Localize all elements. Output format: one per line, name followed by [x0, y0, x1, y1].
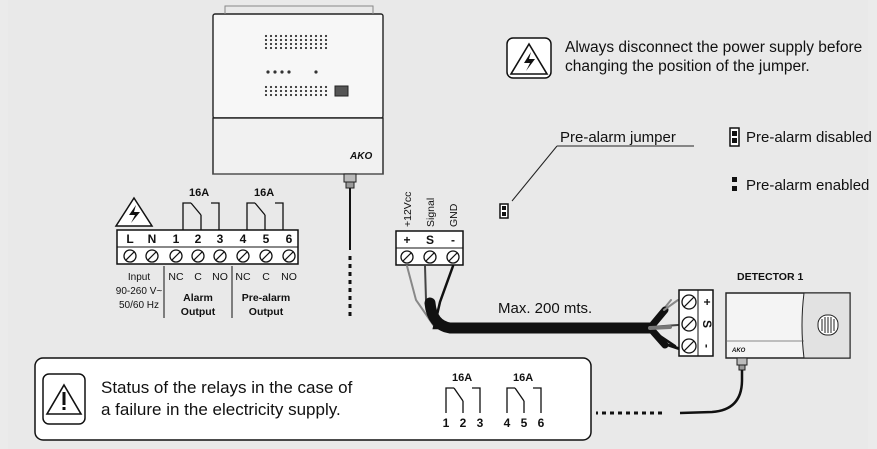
- display-window: [334, 85, 349, 97]
- warning-note-line1: Always disconnect the power supply befor…: [565, 39, 863, 56]
- prealarm-output-line1: Pre-alarm: [242, 292, 290, 304]
- jumper-enabled-icon: [732, 177, 737, 191]
- detector-terminal-block: + S -: [678, 289, 714, 357]
- failure-status-box: [34, 357, 592, 441]
- prealarm-relay-rating: 16A: [254, 187, 274, 199]
- terminal-screw-icon: [191, 249, 205, 263]
- prealarm-output-line2: Output: [249, 306, 284, 318]
- relay-contacts: [182, 202, 284, 230]
- jumper-on-board: [499, 203, 509, 219]
- controller-unit: AKO: [212, 5, 384, 189]
- sensor-sign: -: [451, 233, 455, 247]
- contact-label: NC: [168, 271, 184, 283]
- detector-device: [725, 292, 851, 359]
- terminal-screw-icon: [145, 249, 159, 263]
- controller-brand: AKO: [349, 151, 372, 162]
- failure-note: Status of the relays in the case of a fa…: [101, 377, 352, 421]
- sensor-screw-icon: [423, 250, 437, 264]
- terminal-label-4: 4: [240, 232, 247, 246]
- sensor-sign: S: [426, 233, 434, 247]
- contact-label: NC: [235, 271, 251, 283]
- failure-terminal-number: 2: [460, 416, 467, 430]
- detector-gland: [736, 357, 748, 371]
- terminal-label-2: 2: [195, 232, 202, 246]
- terminal-screw-icon: [213, 249, 227, 263]
- jumper-disabled-label: Pre-alarm disabled: [746, 129, 872, 146]
- jumper-label: Pre-alarm jumper: [560, 129, 676, 146]
- caution-icon: [42, 373, 86, 425]
- warning-note-line2: changing the position of the jumper.: [565, 58, 810, 75]
- detector-brand: AKO: [731, 348, 746, 354]
- detector-sign: S: [700, 320, 714, 328]
- detector-screw-icon: [681, 294, 697, 310]
- terminal-screw-icon: [236, 249, 250, 263]
- alarm-output-line1: Alarm: [183, 292, 213, 304]
- detector-screw-icon: [681, 338, 697, 354]
- power-warning-icon: [114, 196, 154, 227]
- failure-note-line1: Status of the relays in the case of: [101, 378, 353, 397]
- speaker-grille: [264, 34, 328, 97]
- sensor-sign: +: [403, 233, 410, 247]
- sensor-screw-icon: [400, 250, 414, 264]
- sensor-wire-label: Signal: [425, 198, 437, 227]
- failure-terminal-number: 6: [538, 416, 545, 430]
- jumper-disabled-icon: [729, 127, 740, 147]
- failure-relay1-rating: 16A: [452, 372, 472, 384]
- terminal-label-L: L: [126, 232, 133, 246]
- failure-note-line2: a failure in the electricity supply.: [101, 400, 341, 419]
- terminal-label-1: 1: [173, 232, 180, 246]
- contact-label: NO: [281, 271, 297, 283]
- alarm-relay-rating: 16A: [189, 187, 209, 199]
- input-spec-line: 50/60 Hz: [119, 300, 159, 311]
- sensor-grille-icon: [821, 317, 835, 333]
- failure-terminal-number: 5: [521, 416, 528, 430]
- sensor-terminal-block: + S -: [395, 230, 464, 266]
- contact-label: C: [262, 271, 270, 283]
- terminal-screw-icon: [282, 249, 296, 263]
- detector-title: DETECTOR 1: [737, 271, 803, 283]
- terminal-block: L N 1 2 3 4 5 6: [116, 229, 299, 265]
- terminal-screw-icon: [123, 249, 137, 263]
- failure-relay2-rating: 16A: [513, 372, 533, 384]
- terminal-label-N: N: [148, 232, 157, 246]
- terminal-label-3: 3: [217, 232, 224, 246]
- terminal-screw-icon: [259, 249, 273, 263]
- detector-sign: +: [700, 298, 714, 305]
- warning-sign-icon: [506, 37, 552, 79]
- terminal-label-5: 5: [263, 232, 270, 246]
- terminal-screw-icon: [169, 249, 183, 263]
- terminal-label-6: 6: [286, 232, 293, 246]
- jumper-enabled-label: Pre-alarm enabled: [746, 177, 870, 194]
- failure-terminal-number: 3: [477, 416, 484, 430]
- failure-terminal-number: 4: [504, 416, 511, 430]
- sensor-wire-label: GND: [448, 203, 460, 227]
- sensor-wire-label: +12Vcc: [402, 192, 414, 227]
- failure-relay-diagram: [445, 387, 542, 413]
- input-spec-line: Input: [128, 272, 150, 283]
- failure-terminal-number: 1: [443, 416, 450, 430]
- jumper-leader-diag: [511, 145, 558, 202]
- detector-cable: [679, 370, 744, 415]
- cable-length-label: Max. 200 mts.: [498, 300, 592, 317]
- detector-screw-icon: [681, 316, 697, 332]
- sensor-screw-icon: [446, 250, 460, 264]
- alarm-output-line2: Output: [181, 306, 216, 318]
- contact-label: NO: [212, 271, 228, 283]
- input-spec-line: 90-260 V~: [116, 286, 163, 297]
- detector-sign: -: [700, 344, 714, 348]
- contact-label: C: [194, 271, 202, 283]
- warning-note: Always disconnect the power supply befor…: [565, 38, 862, 76]
- sensor-cable: [406, 264, 682, 351]
